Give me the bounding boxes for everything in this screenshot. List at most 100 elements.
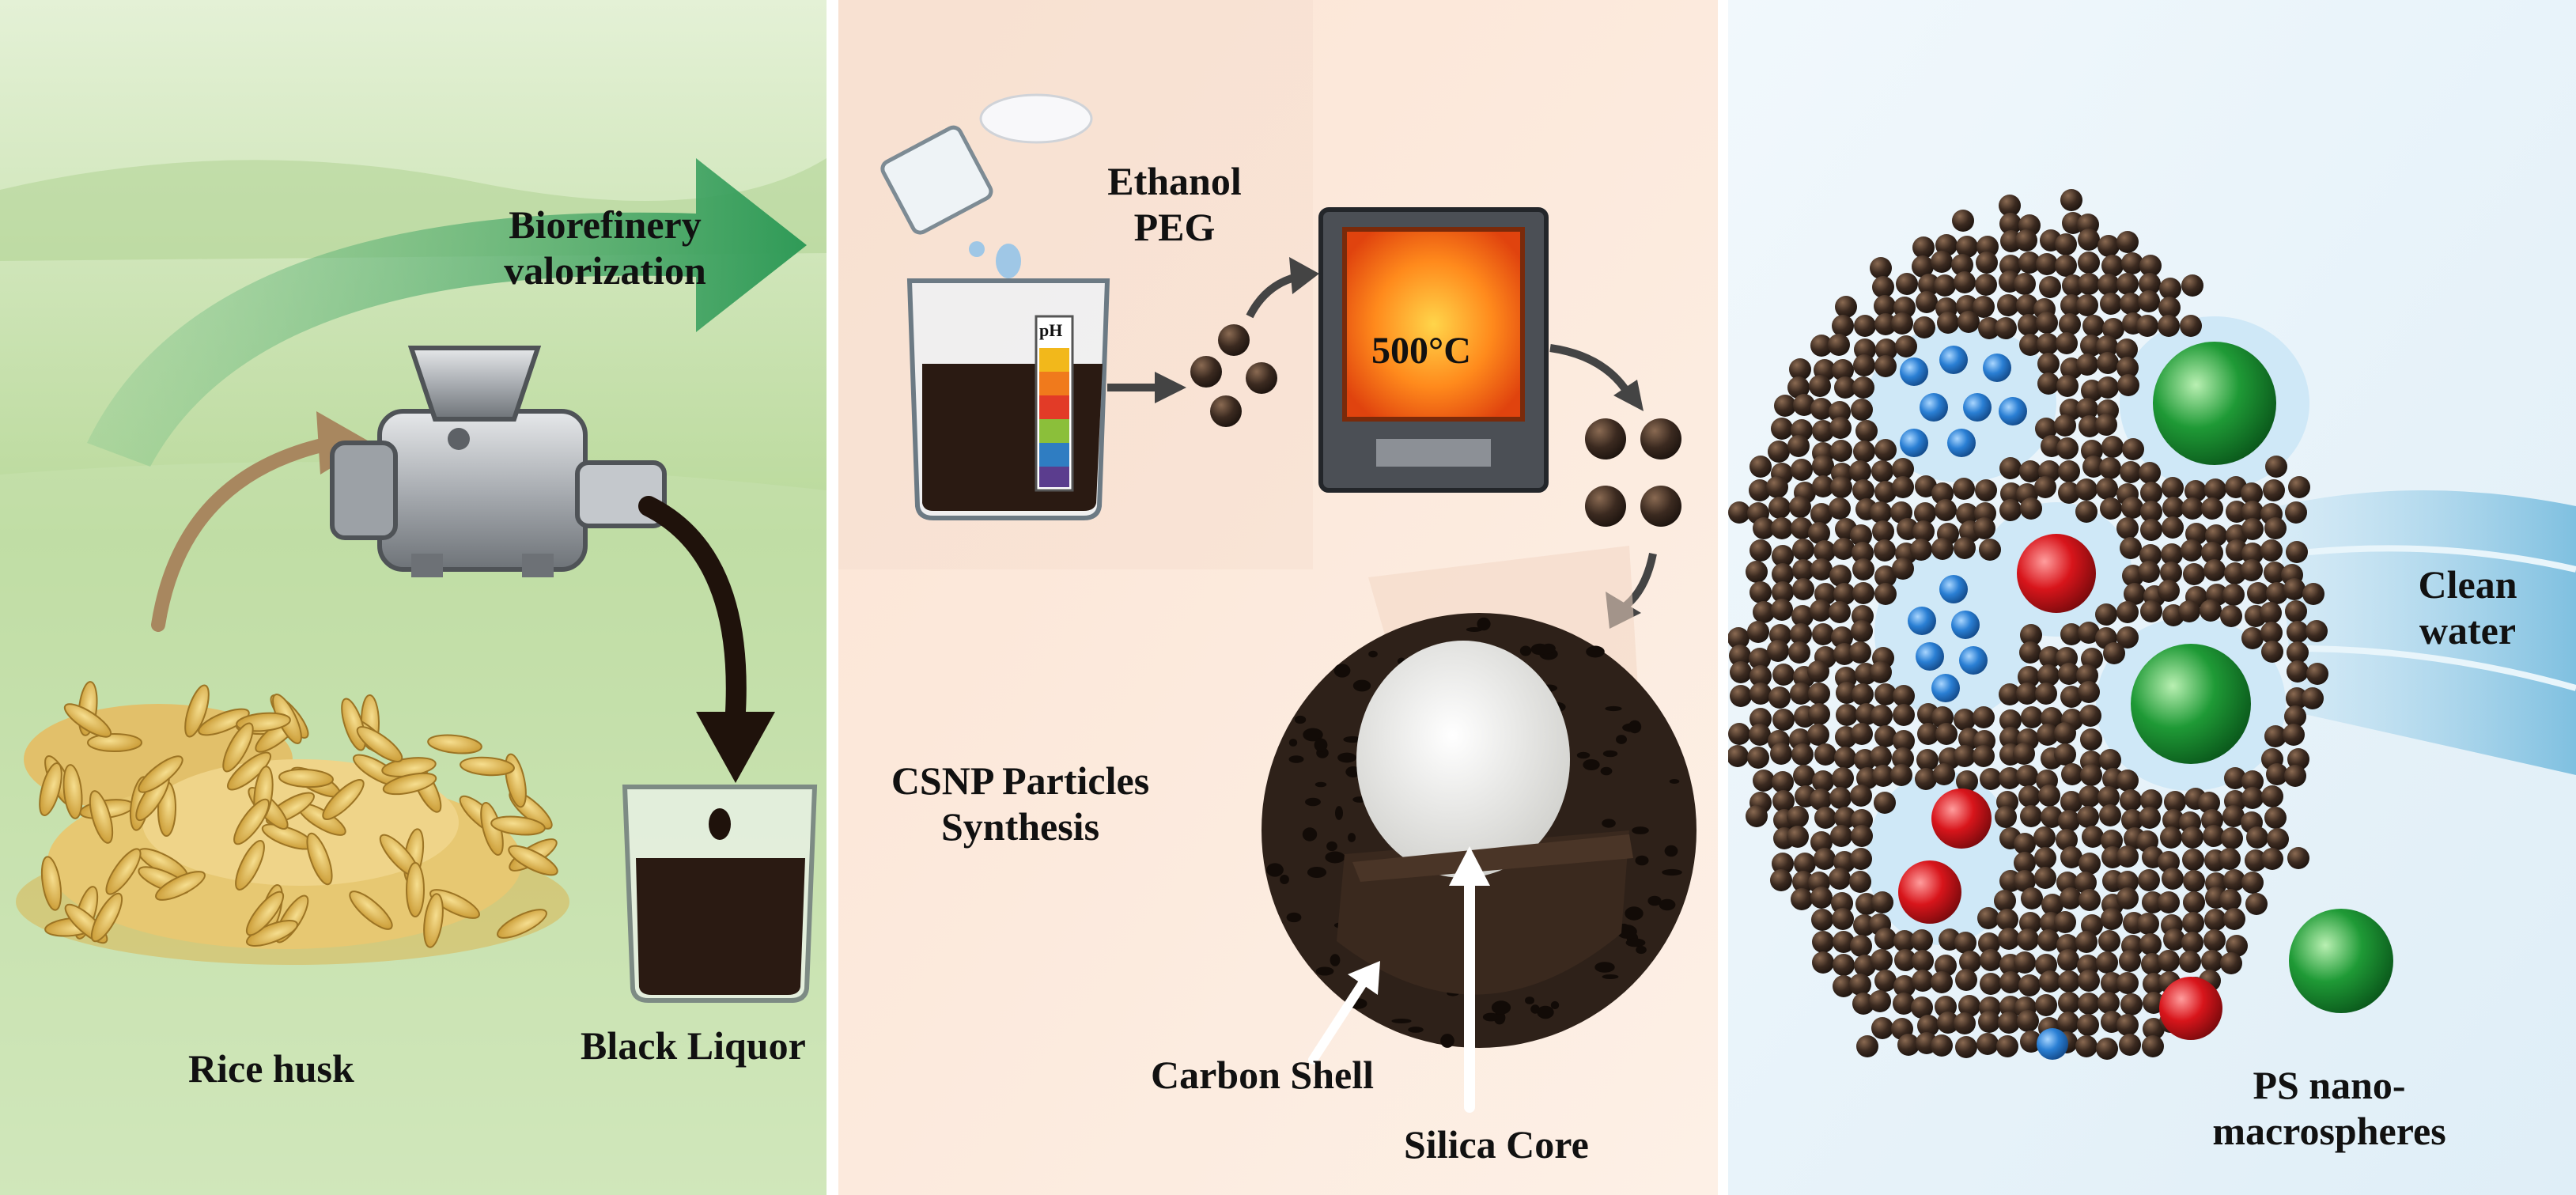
carbon-bead <box>2100 293 2122 315</box>
carbon-bead <box>2264 562 2286 584</box>
carbon-bead <box>1828 334 1850 356</box>
ps-sphere <box>1947 429 1976 457</box>
carbon-bead <box>2018 314 2040 336</box>
carbon-bead <box>1870 746 1892 768</box>
carbon-bead <box>2020 1030 2042 1053</box>
carbon-bead <box>2201 542 2223 564</box>
shell-pore <box>1519 645 1532 656</box>
carbon-bead <box>1808 522 1830 544</box>
carbon-bead <box>1810 558 1833 580</box>
shell-pore <box>1314 738 1328 752</box>
carbon-bead <box>2260 622 2283 644</box>
carbon-bead <box>1790 683 1812 705</box>
carbon-bead <box>1749 456 1772 478</box>
carbon-bead <box>2142 891 2164 913</box>
carbon-bead <box>1807 724 1829 746</box>
carbon-bead <box>2284 765 2306 787</box>
carbon-bead <box>2136 315 2158 337</box>
shell-pore <box>1602 750 1618 758</box>
carbon-bead <box>2223 869 2245 891</box>
carbon-bead <box>1978 317 2000 339</box>
carbon-bead <box>1792 539 1814 561</box>
shell-pore <box>1530 643 1549 656</box>
furnace <box>1318 207 1549 493</box>
ps-sphere <box>1920 393 1948 422</box>
carbon-bead <box>1808 683 1830 705</box>
carbon-bead <box>2158 297 2181 319</box>
carbon-bead <box>1812 420 1834 442</box>
furnace-temperature: 500°C <box>1371 330 1471 372</box>
carbon-bead <box>2120 537 2142 559</box>
carbon-bead <box>2181 497 2203 520</box>
carbon-bead <box>1996 1035 2018 1057</box>
shell-pore <box>1337 752 1356 763</box>
carbon-bead <box>1772 545 1794 567</box>
carbon-bead <box>1931 971 1953 993</box>
carbon-bead <box>1856 1035 1878 1057</box>
shell-pore <box>1636 945 1647 955</box>
carbon-bead <box>2101 908 2123 930</box>
carbon-bead <box>1935 955 1957 977</box>
carbon-bead <box>1912 950 1934 972</box>
carbon-bead <box>2041 806 2063 828</box>
carbon-bead <box>2038 785 2060 807</box>
carbon-bead <box>2076 398 2098 420</box>
liquor-stream <box>638 496 747 722</box>
carbon-bead <box>1853 441 1875 463</box>
carbon-bead <box>2143 1018 2165 1040</box>
carbon-bead <box>2060 294 2082 316</box>
carbon-bead <box>1789 496 1811 518</box>
carbon-bead <box>1931 482 1954 505</box>
carbon-bead <box>2097 352 2119 374</box>
clean-water-stream <box>2278 490 2576 775</box>
carbon-bead <box>2286 541 2308 563</box>
carbon-bead <box>2058 810 2080 832</box>
husk-grain <box>278 768 334 788</box>
carbon-bead <box>1892 458 1914 480</box>
carbon-bead <box>2246 826 2268 849</box>
carbon-bead <box>1749 683 1772 705</box>
black-liquor-label: Black Liquor <box>581 1023 806 1068</box>
carbon-bead <box>1772 771 1794 793</box>
carbon-bead <box>1829 417 1852 439</box>
carbon-bead <box>2056 437 2079 459</box>
carbon-bead <box>1854 338 1876 361</box>
shell-pore <box>1525 996 1534 1004</box>
ps-sphere <box>1939 346 1968 374</box>
carbon-bead <box>2241 482 2263 505</box>
carbon-bead <box>2061 763 2083 785</box>
ps-sphere <box>1959 646 1988 675</box>
carbon-bead <box>1767 640 1789 662</box>
carbon-bead <box>2117 374 2139 396</box>
shell-pore <box>1330 954 1341 966</box>
solvent-label-line1: Ethanol <box>1107 159 1242 203</box>
carbon-bead <box>1791 605 1814 627</box>
carbon-bead <box>2224 767 2246 789</box>
carbon-bead <box>1850 935 1872 957</box>
carbon-bead <box>2059 313 2081 335</box>
carbon-bead <box>2079 415 2101 437</box>
carbon-bead <box>2241 770 2264 792</box>
carbon-bead <box>2241 787 2264 809</box>
carbon-bead <box>2016 294 2038 316</box>
ps-sphere <box>1963 393 1992 422</box>
carbon-bead <box>1874 565 1897 588</box>
carbon-bead <box>1956 236 1978 258</box>
carbon-bead <box>1814 848 1836 870</box>
shell-pore <box>1333 664 1351 678</box>
carbon-bead <box>2082 456 2105 478</box>
carbon-bead <box>2219 889 2241 911</box>
ps-sphere <box>1983 354 2011 382</box>
carbon-bead <box>1852 479 1874 501</box>
carbon-bead <box>2075 1035 2097 1057</box>
black-liquor-beaker <box>622 785 818 1003</box>
carbon-bead <box>2284 705 2306 728</box>
shell-pore <box>1602 974 1619 979</box>
carbon-bead <box>1830 440 1852 462</box>
ps-spheres-line1: PS nano- <box>2253 1063 2406 1107</box>
carbon-bead <box>1832 359 1854 381</box>
ph-strip-label: pH <box>1039 320 1063 340</box>
carbon-bead <box>1871 891 1893 913</box>
husk-grain <box>508 845 558 876</box>
carbon-bead <box>2056 829 2078 851</box>
